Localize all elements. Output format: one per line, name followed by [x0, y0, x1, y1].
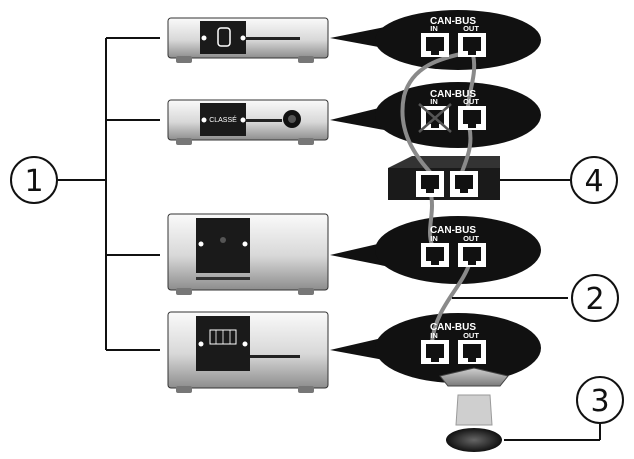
bubble-1-out-port — [458, 33, 486, 57]
component-4 — [167, 311, 329, 393]
bubble-3-out-port — [458, 243, 486, 267]
component-bracket — [58, 37, 160, 351]
callout-2: 2 — [571, 274, 619, 322]
insert-arrow-icon — [439, 367, 509, 387]
callout-2-number: 2 — [585, 282, 604, 317]
callout-1: 1 — [10, 156, 58, 204]
terminator-plug — [439, 367, 601, 452]
component-3 — [167, 213, 329, 295]
splitter-left-port — [416, 171, 444, 197]
bubble-1-title: CAN-BUS — [430, 16, 476, 27]
splitter-right-port — [450, 171, 478, 197]
pointer-wedges — [330, 25, 395, 362]
callout-4: 4 — [570, 156, 618, 204]
splitter-box — [388, 156, 570, 200]
bubble-4-in-port — [421, 340, 449, 364]
bubble-3-out-label: OUT — [463, 234, 479, 243]
callout-3: 3 — [576, 376, 624, 424]
bubble-4-in-label: IN — [430, 331, 438, 340]
callout-3-number: 3 — [590, 384, 609, 419]
component-2: CLASSÉ — [167, 99, 329, 145]
bubble-3-in-port — [421, 243, 449, 267]
component-1 — [167, 17, 329, 63]
bubble-3-in-label: IN — [430, 234, 438, 243]
callout-1-number: 1 — [24, 164, 43, 199]
bubble-1-in-label: IN — [430, 24, 438, 33]
callout-4-number: 4 — [584, 164, 603, 199]
bubble-2-in-label: IN — [430, 97, 438, 106]
bubble-2-out-label: OUT — [463, 97, 479, 106]
bubble-4-out-port — [458, 340, 486, 364]
device-display-label: CLASSÉ — [209, 115, 237, 124]
bubble-labels: CAN-BUS IN OUT CAN-BUS IN OUT CAN-BUS IN… — [430, 16, 479, 340]
bubble-2-title: CAN-BUS — [430, 89, 476, 100]
bubble-2-in-port — [418, 103, 452, 133]
bubble-1-out-label: OUT — [463, 24, 479, 33]
bubble-4-out-label: OUT — [463, 331, 479, 340]
bubble-2-out-port — [458, 106, 486, 130]
bubble-4-title: CAN-BUS — [430, 322, 476, 333]
bubble-1-in-port — [421, 33, 449, 57]
rj-ports — [416, 33, 486, 364]
bubble-3-title: CAN-BUS — [430, 225, 476, 236]
